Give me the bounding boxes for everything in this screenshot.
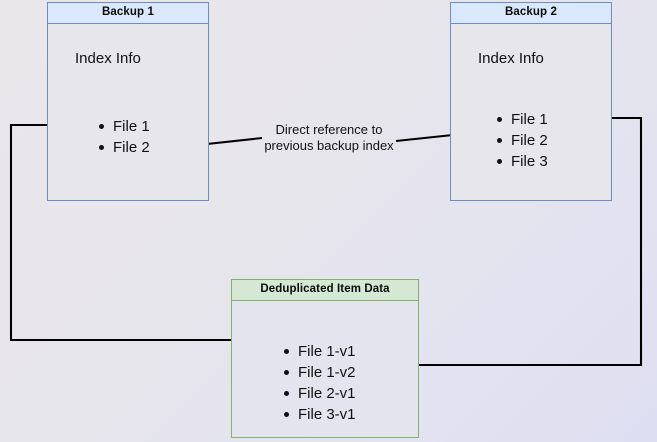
backup-2-header: Backup 2 xyxy=(451,3,611,24)
backup-1-file-list: File 1 File 2 xyxy=(97,116,150,158)
deduplicated-item-data-box[interactable]: Deduplicated Item Data File 1-v1 File 1-… xyxy=(231,279,419,438)
backup-1-header: Backup 1 xyxy=(48,3,208,24)
backup-1-body: Index Info File 1 File 2 xyxy=(48,24,208,200)
list-item: File 2 xyxy=(495,130,548,151)
backup-2-index-info-label: Index Info xyxy=(478,50,544,67)
list-item: File 1-v1 xyxy=(282,341,356,362)
direct-reference-annotation: Direct reference to previous backup inde… xyxy=(264,122,394,153)
deduplicated-item-data-body: File 1-v1 File 1-v2 File 2-v1 File 3-v1 xyxy=(232,301,418,437)
backup-1-box[interactable]: Backup 1 Index Info File 1 File 2 xyxy=(47,2,209,201)
list-item: File 1 xyxy=(495,109,548,130)
list-item: File 1-v2 xyxy=(282,362,356,383)
backup-2-box[interactable]: Backup 2 Index Info File 1 File 2 File 3 xyxy=(450,2,612,201)
dedup-item-list: File 1-v1 File 1-v2 File 2-v1 File 3-v1 xyxy=(282,341,356,425)
list-item: File 2 xyxy=(97,137,150,158)
list-item: File 3-v1 xyxy=(282,404,356,425)
list-item: File 1 xyxy=(97,116,150,137)
backup-1-index-info-label: Index Info xyxy=(75,50,141,67)
deduplicated-item-data-header: Deduplicated Item Data xyxy=(232,280,418,301)
backup-2-file-list: File 1 File 2 File 3 xyxy=(495,109,548,172)
backup-2-body: Index Info File 1 File 2 File 3 xyxy=(451,24,611,200)
list-item: File 2-v1 xyxy=(282,383,356,404)
list-item: File 3 xyxy=(495,151,548,172)
